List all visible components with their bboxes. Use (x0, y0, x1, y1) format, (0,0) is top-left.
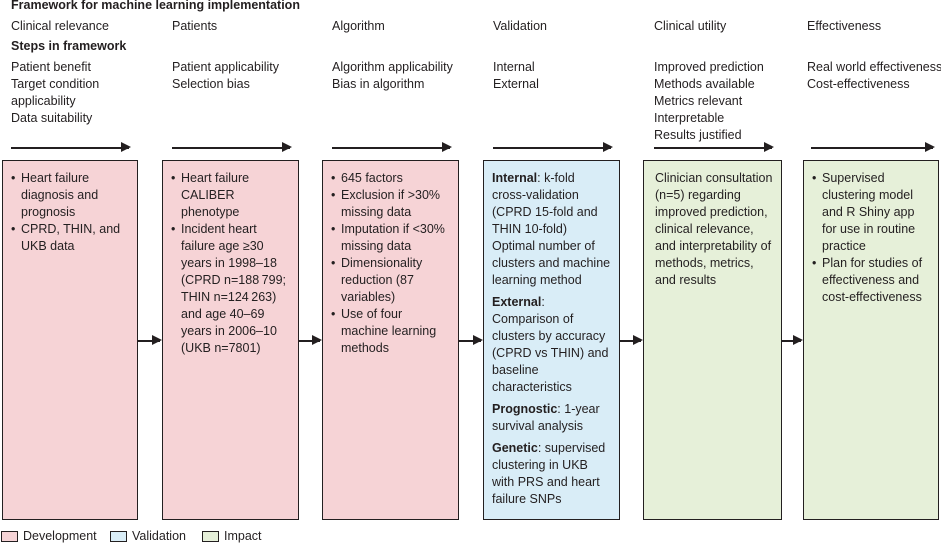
column-heading: Effectiveness (807, 19, 882, 33)
legend-validation: Validation (110, 529, 186, 544)
column-clinical-relevance: Clinical relevance Patient benefit Targe… (11, 18, 161, 125)
criterion: Patient applicability (172, 60, 280, 74)
connector-arrow (459, 336, 483, 344)
validation-internal-text: : k-fold cross-validation (CPRD 15-fold … (492, 171, 611, 287)
arrow-patients (172, 143, 292, 151)
validation-internal: Internal: k-fold cross-validation (CPRD … (492, 170, 611, 289)
validation-external: External: Comparison of clusters by accu… (492, 294, 611, 396)
utility-text: Clinician consultation (n=5) regarding i… (655, 171, 773, 287)
bullet-item: Heart failure diagnosis and prognosis (11, 170, 129, 221)
bullet-item: Imputation if <30% missing data (331, 221, 450, 255)
box-algorithm: 645 factors Exclusion if >30% missing da… (322, 160, 459, 520)
criterion: applicability (11, 94, 76, 108)
validation-genetic-label: Genetic (492, 441, 538, 455)
criterion: Results justified (654, 128, 742, 142)
bullet-item: Plan for studies of effectiveness and co… (812, 255, 930, 306)
connector-arrow (299, 336, 322, 344)
box-clinical-utility: Clinician consultation (n=5) regarding i… (643, 160, 782, 520)
connector-arrow (138, 336, 162, 344)
legend-development: Development (1, 529, 97, 544)
box-patients: Heart failure CALIBER phenotype Incident… (162, 160, 299, 520)
box-validation: Internal: k-fold cross-validation (CPRD … (483, 160, 620, 520)
column-effectiveness: Effectiveness Real world effectiveness C… (807, 18, 941, 91)
criterion: Real world effectiveness (807, 60, 941, 74)
legend-label: Impact (224, 529, 262, 543)
criterion: Improved prediction (654, 60, 764, 74)
bullet-item: Supervised clustering model and R Shiny … (812, 170, 930, 255)
column-heading: Patients (172, 19, 218, 33)
validation-prognostic-text: : 1-year survival analysis (492, 402, 600, 433)
validation-external-label: External (492, 295, 542, 309)
criterion: Patient benefit (11, 60, 91, 74)
bullet-item: Exclusion if >30% missing data (331, 187, 450, 221)
column-heading: Validation (493, 19, 547, 33)
validation-prognostic-label: Prognostic (492, 402, 558, 416)
validation-genetic: Genetic: supervised clustering in UKB wi… (492, 440, 611, 508)
box-clinical-relevance: Heart failure diagnosis and prognosis CP… (2, 160, 138, 520)
criterion: Selection bias (172, 77, 250, 91)
column-patients: Patients Patient applicability Selection… (172, 18, 322, 91)
bullet-item: Incident heart failure age ≥30 years in … (171, 221, 290, 357)
legend-label: Development (23, 529, 97, 543)
criterion: External (493, 77, 539, 91)
column-heading: Clinical utility (654, 19, 727, 33)
criterion: Bias in algorithm (332, 77, 425, 91)
arrow-validation (493, 143, 613, 151)
criterion: Metrics relevant (654, 94, 743, 108)
criterion: Methods available (654, 77, 755, 91)
legend-impact: Impact (202, 529, 262, 544)
validation-internal-label: Internal (492, 171, 538, 185)
bullet-item: 645 factors (331, 170, 450, 187)
criterion: Cost-effectiveness (807, 77, 910, 91)
steps-label: Steps in framework (11, 39, 127, 53)
criterion: Data suitability (11, 111, 93, 125)
diagram-title: Framework for machine learning implement… (11, 0, 300, 12)
connector-arrow (620, 336, 643, 344)
criterion: Target condition (11, 77, 100, 91)
criterion: Internal (493, 60, 535, 74)
column-algorithm: Algorithm Algorithm applicability Bias i… (332, 18, 482, 91)
bullet-item: Dimensionality reduction (87 variables) (331, 255, 450, 306)
validation-prognostic: Prognostic: 1-year survival analysis (492, 401, 611, 435)
arrow-algorithm (332, 143, 452, 151)
legend-label: Validation (132, 529, 186, 543)
bullet-item: Use of four machine learning methods (331, 306, 450, 357)
validation-genetic-text: : supervised clustering in UKB with PRS … (492, 441, 606, 506)
arrow-effectiveness (811, 143, 935, 151)
box-effectiveness: Supervised clustering model and R Shiny … (803, 160, 939, 520)
bullet-item: CPRD, THIN, and UKB data (11, 221, 129, 255)
legend-swatch (202, 531, 219, 542)
column-validation: Validation Internal External (493, 18, 643, 91)
arrow-clinical-utility (654, 143, 774, 151)
legend-swatch (110, 531, 127, 542)
column-heading: Algorithm (332, 19, 385, 33)
validation-external-text: : Comparison of clusters by accuracy (CP… (492, 295, 609, 394)
bullet-item: Heart failure CALIBER phenotype (171, 170, 290, 221)
criterion: Algorithm applicability (332, 60, 453, 74)
column-heading: Clinical relevance (11, 19, 109, 33)
arrow-clinical-relevance (11, 143, 131, 151)
legend-swatch (1, 531, 18, 542)
column-clinical-utility: Clinical utility Improved prediction Met… (654, 18, 804, 142)
connector-arrow (782, 336, 803, 344)
criterion: Interpretable (654, 111, 725, 125)
